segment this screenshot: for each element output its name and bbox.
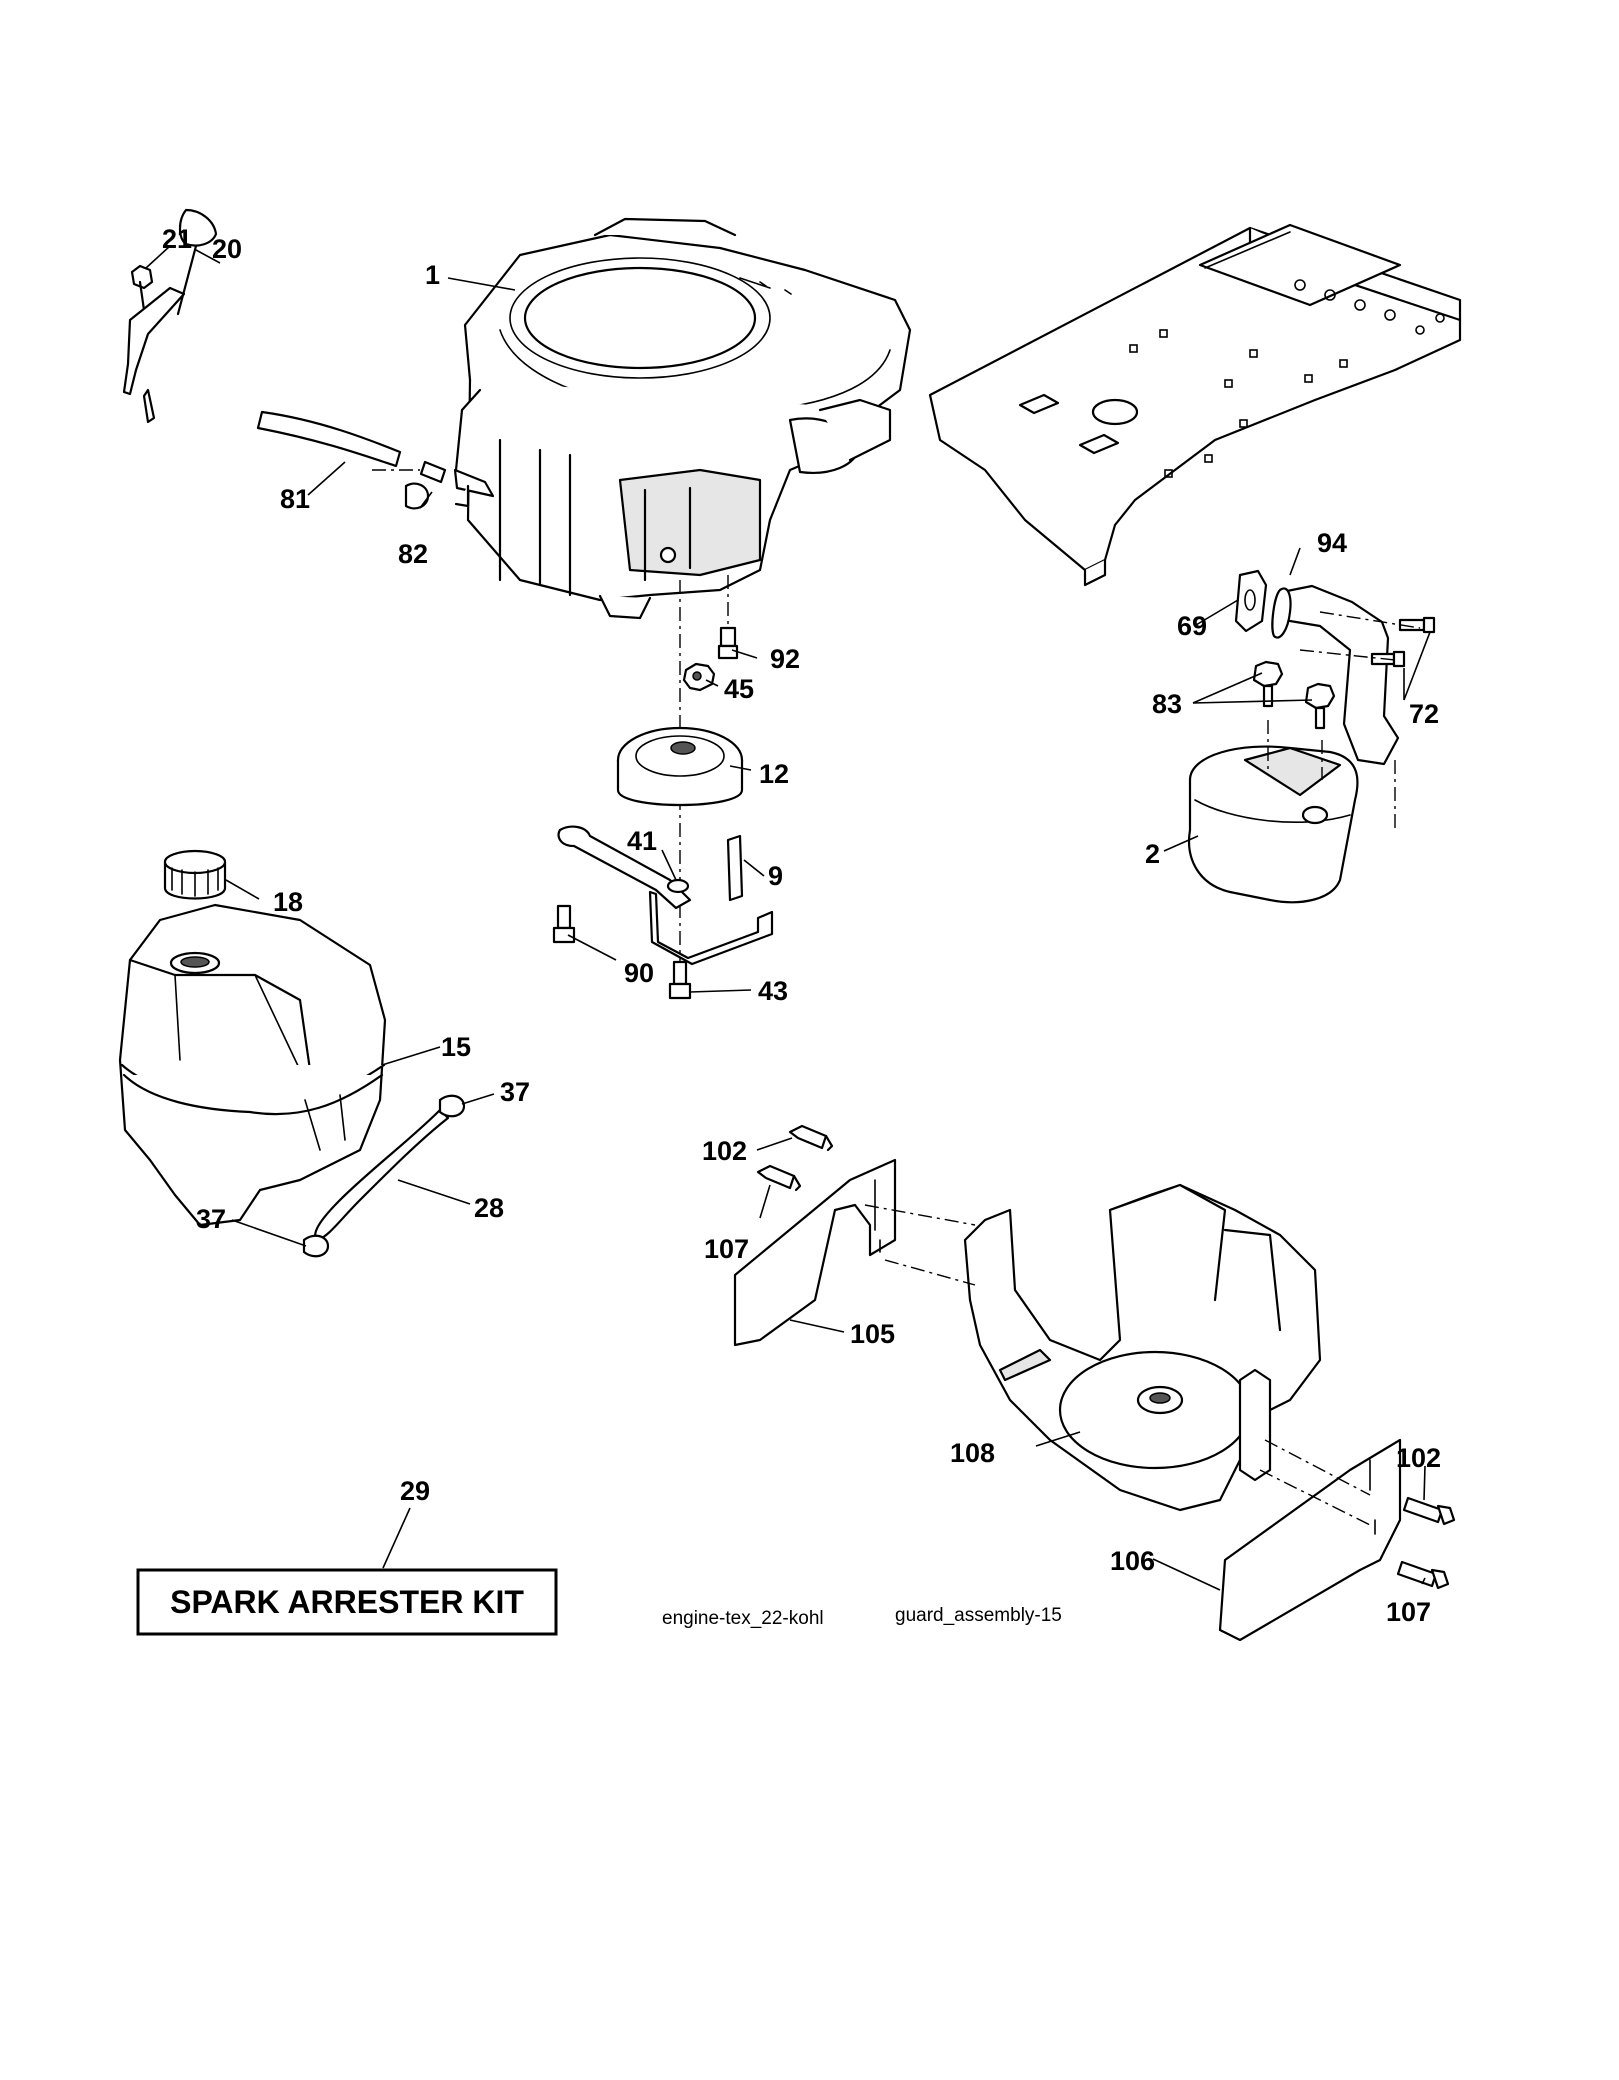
callout-105: 105 <box>850 1319 895 1349</box>
callout-90: 90 <box>624 958 654 988</box>
pulley-bolt <box>717 626 739 660</box>
guard-alignment-line-2 <box>884 1259 976 1286</box>
callout-41: 41 <box>627 826 657 856</box>
engine-pulley <box>616 726 744 807</box>
callout-69: 69 <box>1177 611 1207 641</box>
callout-20: 20 <box>212 234 242 264</box>
muffler <box>1187 745 1359 904</box>
bracket-bolt-90 <box>552 904 576 944</box>
callout-1: 1 <box>425 260 440 290</box>
callout-labels: 21 20 1 81 82 92 45 12 41 9 90 43 94 69 … <box>162 224 1441 1627</box>
callout-37-upper: 37 <box>500 1077 530 1107</box>
kit-box <box>136 1568 558 1636</box>
hose-clamp-lower <box>302 1234 330 1258</box>
mower-guard-108 <box>963 1183 1322 1512</box>
callout-12: 12 <box>759 759 789 789</box>
callout-102-lower: 102 <box>1396 1443 1441 1473</box>
callout-82: 82 <box>398 539 428 569</box>
exhaust-pipe <box>1271 584 1400 766</box>
fuel-tank <box>118 903 387 1227</box>
callout-28: 28 <box>474 1193 504 1223</box>
callout-2: 2 <box>1145 839 1160 869</box>
guard-bolt-102-upper <box>788 1124 834 1152</box>
callout-94: 94 <box>1317 528 1347 558</box>
guard-alignment-line-4 <box>1259 1469 1371 1526</box>
callout-9: 9 <box>768 861 783 891</box>
hose-clamp-upper <box>438 1094 466 1118</box>
callout-92: 92 <box>770 644 800 674</box>
guard-alignment-line-3 <box>1264 1439 1371 1496</box>
kit-label: SPARK ARRESTER KIT <box>170 1584 524 1620</box>
callout-107-lower: 107 <box>1386 1597 1431 1627</box>
frame-plate <box>928 223 1462 587</box>
muffler-alignment-line-2 <box>1299 649 1396 661</box>
callout-15: 15 <box>441 1032 471 1062</box>
belt-guide-bracket <box>557 825 774 966</box>
pulley-nut <box>682 662 716 692</box>
callout-37-lower: 37 <box>196 1204 226 1234</box>
spark-arrester-kit: SPARK ARRESTER KIT <box>136 1568 558 1636</box>
exhaust-gasket <box>1234 569 1268 633</box>
leader-lines <box>145 245 1431 1591</box>
guard-bolt-102-lower <box>1402 1496 1456 1526</box>
callout-81: 81 <box>280 484 310 514</box>
guard-bolt-107-lower <box>1396 1560 1450 1590</box>
callout-18: 18 <box>273 887 303 917</box>
callout-102-upper: 102 <box>702 1136 747 1166</box>
engine <box>454 217 912 620</box>
fuel-cap <box>163 849 227 900</box>
dipstick-assembly <box>122 208 218 424</box>
guard-caption: guard_assembly-15 <box>895 1605 1062 1626</box>
fuel-line-assembly <box>256 410 495 510</box>
guard-bolt-107-upper <box>756 1164 802 1192</box>
guard-plate-106 <box>1218 1438 1402 1642</box>
callout-29: 29 <box>400 1476 430 1506</box>
bracket-bolt-43 <box>668 960 692 1000</box>
callout-45: 45 <box>724 674 754 704</box>
callout-72: 72 <box>1409 699 1439 729</box>
guard-plate-105 <box>733 1158 897 1347</box>
callout-43: 43 <box>758 976 788 1006</box>
callout-83: 83 <box>1152 689 1182 719</box>
callout-21: 21 <box>162 224 192 254</box>
heat-shield-screws <box>1252 660 1336 730</box>
callout-108: 108 <box>950 1438 995 1468</box>
engine-caption: engine-tex_22-kohl <box>662 1608 824 1629</box>
callout-106: 106 <box>1110 1546 1155 1576</box>
guard-alignment-line-1 <box>864 1204 976 1226</box>
muffler-alignment-line-1 <box>1319 611 1421 629</box>
callout-107-upper: 107 <box>704 1234 749 1264</box>
